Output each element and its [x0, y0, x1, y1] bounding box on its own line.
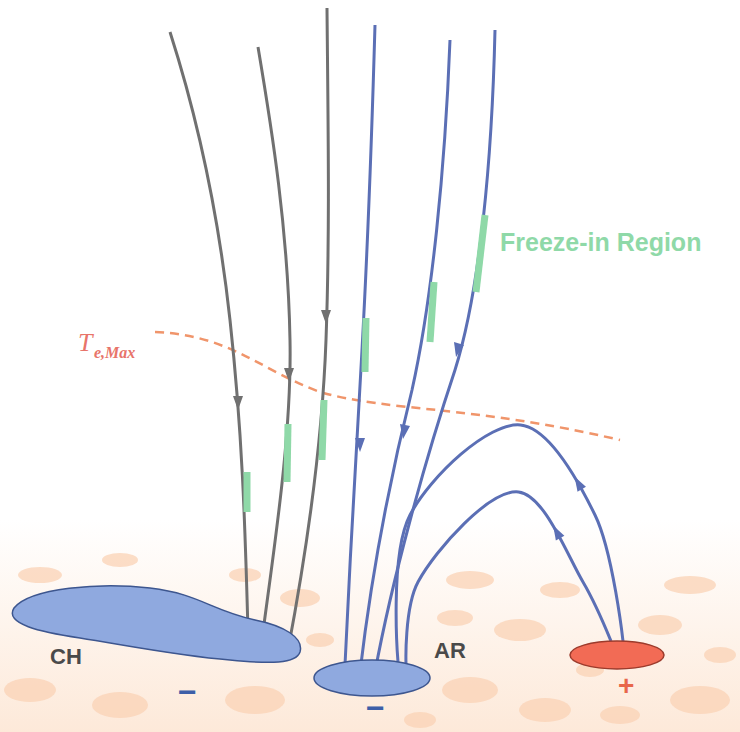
symbol-subscript: e,Max: [94, 345, 135, 361]
arrowhead: [553, 526, 564, 541]
active-region-positive: +: [568, 638, 678, 704]
open-field-lines-ch: [170, 8, 328, 655]
closed-field-line: [406, 492, 611, 664]
symbol: T: [78, 330, 92, 356]
active-region-negative: AR −: [312, 630, 492, 730]
granules: [4, 553, 736, 728]
field-direction-arrows: [233, 310, 464, 452]
freeze-in-segments: [247, 215, 485, 512]
field-line-path: [396, 425, 623, 662]
open-field-lines-ar: [345, 25, 495, 672]
coronal-hole: CH −: [10, 580, 310, 706]
arrowhead: [575, 477, 586, 492]
polarity-sign: +: [618, 672, 634, 700]
temperature-max-curve: [155, 332, 620, 440]
region-label: Freeze-in Region: [500, 230, 701, 255]
polarity-sign: −: [366, 692, 385, 724]
closed-field-line: [396, 425, 623, 662]
region-label: CH: [50, 646, 82, 668]
region-outline: [314, 660, 430, 696]
region-label: AR: [434, 640, 466, 662]
photosphere: [0, 520, 740, 732]
polarity-sign: −: [178, 676, 197, 708]
region-outline: [570, 641, 664, 669]
region-shape: [10, 580, 310, 706]
field-line-path: [406, 492, 611, 664]
